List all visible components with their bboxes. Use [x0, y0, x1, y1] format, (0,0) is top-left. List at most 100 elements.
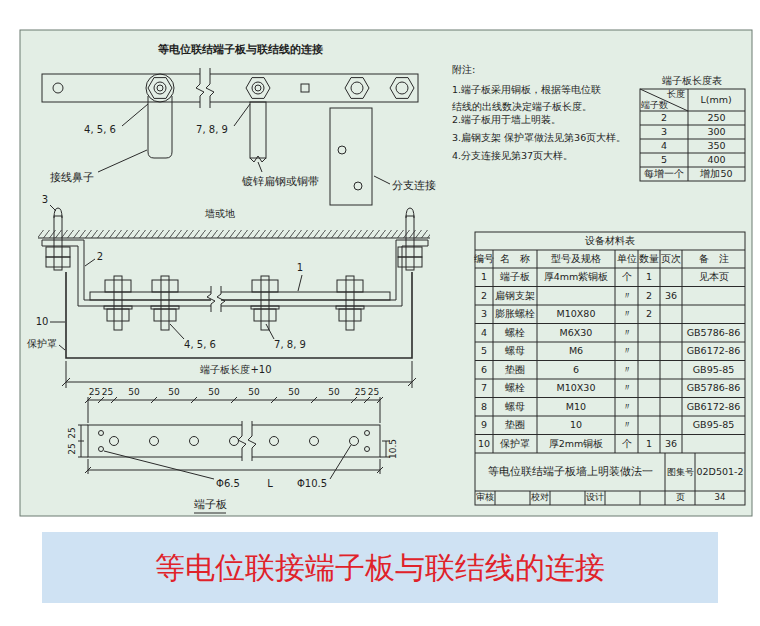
table-cell: 每增一个	[644, 169, 684, 180]
table-cell: M10X80	[557, 309, 596, 320]
dimension-label: 25	[102, 387, 113, 397]
table-title: 设备材料表	[585, 235, 635, 247]
table-cell: 10	[570, 420, 582, 431]
table-cell: M6	[569, 346, 583, 357]
table-cell: 1	[646, 438, 652, 449]
table-cell: 350	[707, 141, 725, 152]
title-block-cell: 等电位联结端子板墙上明装做法一	[488, 466, 653, 479]
dimension-label: 25	[368, 387, 379, 397]
table-cell: 10	[478, 438, 490, 449]
table-cell: 2	[481, 290, 487, 301]
dimension-label: 25	[89, 387, 100, 397]
table-cell: 〃	[622, 420, 632, 431]
table-cell: 〃	[622, 383, 632, 394]
title-block-cell: 34	[715, 493, 726, 503]
table-cell: 5	[661, 155, 667, 166]
table-cell: 单位	[617, 254, 637, 265]
table-cell: 端子数	[641, 101, 668, 111]
length-table-grid	[640, 89, 745, 181]
part-label: 4, 5, 6	[84, 124, 116, 136]
table-cell: 保护罩	[500, 438, 530, 449]
dimension-label: 50	[288, 387, 299, 397]
part-label: 接线鼻子	[50, 172, 94, 185]
part-label: 镀锌扁钢或铜带	[242, 176, 319, 189]
table-cell: 400	[707, 155, 725, 166]
dimension-label: 25	[355, 387, 366, 397]
table-cell: 〃	[622, 290, 632, 301]
caption-band	[42, 532, 718, 603]
callout-number: 3	[42, 194, 48, 206]
table-cell: 5	[481, 346, 487, 357]
dimension-label: 50	[168, 387, 179, 397]
table-cell: 〃	[622, 346, 632, 357]
table-cell: 〃	[622, 401, 632, 412]
title-block-cell: 图集号	[667, 467, 694, 477]
table-cell: 见本页	[699, 272, 729, 283]
table-cell: 厚2mm铜板	[549, 438, 604, 449]
table-cell: 备 注	[699, 254, 729, 265]
table-cell: 250	[707, 113, 725, 124]
callout-number: 1	[297, 262, 303, 274]
table-cell: 页次	[661, 254, 681, 265]
table-cell: 4	[481, 327, 487, 338]
table-cell: 垫圈	[505, 420, 525, 431]
dimension-label: L	[267, 478, 273, 490]
table-cell: 9	[481, 420, 487, 431]
table-cell: 螺栓	[505, 383, 525, 394]
table-cell: 300	[707, 127, 725, 138]
callout-number: 10	[36, 316, 49, 328]
table-cell: 增加50	[700, 169, 732, 180]
table-cell: 型号及规格	[551, 254, 601, 265]
note-text: 2.端子板用于墙上明装。	[452, 115, 561, 126]
plate-detail	[78, 397, 390, 513]
table-cell: 数量	[639, 254, 659, 265]
dimension-label: 25	[67, 443, 77, 454]
part-label: 端子板	[194, 499, 227, 512]
table-cell: M6X30	[560, 327, 593, 338]
dimension-label: 50	[128, 387, 139, 397]
table-cell: 1	[646, 272, 652, 283]
table-cell: 螺母	[505, 346, 525, 357]
table-cell: GB5786-86	[687, 383, 741, 394]
table-cell: 膨胀螺栓	[495, 309, 535, 320]
table-cell: 螺母	[505, 401, 525, 412]
dimension-label: 10.5	[388, 439, 398, 459]
callout-number: 4, 5, 6	[184, 339, 216, 351]
callout-number: 墙或地	[205, 208, 235, 220]
table-cell: GB6172-86	[687, 346, 741, 357]
table-cell: 36	[665, 438, 677, 449]
dimension-label: Φ10.5	[297, 478, 327, 490]
plan-view	[42, 68, 418, 205]
table-cell: 〃	[622, 364, 632, 375]
note-text: 4.分支连接见第37页大样。	[452, 151, 573, 162]
dimension-label: Φ6.5	[216, 478, 240, 490]
table-cell: 垫圈	[505, 364, 525, 375]
table-cell: GB5786-86	[687, 327, 741, 338]
table-cell: 编号	[474, 254, 494, 265]
table-cell: M10X30	[557, 383, 596, 394]
table-cell: 36	[665, 290, 677, 301]
table-cell: 3	[661, 127, 667, 138]
table-cell: 3	[481, 309, 487, 320]
callout-number: 2	[97, 251, 103, 263]
table-cell: M10	[566, 401, 586, 412]
part-label: 分支连接	[392, 180, 436, 193]
dimension-label: 25	[67, 427, 77, 438]
note-text: 附注:	[452, 64, 475, 76]
table-cell: 4	[661, 141, 667, 152]
table-cell: GB95-85	[693, 364, 734, 375]
callout-number: 端子板长度+10	[200, 364, 271, 376]
callout-number: 保护罩	[27, 338, 57, 350]
table-cell: 7	[481, 383, 487, 394]
title-block-cell: 02D501-2	[696, 467, 743, 478]
title-block-cell: 校对	[531, 493, 549, 503]
title-block-cell: 页	[676, 493, 685, 503]
table-cell: 个	[622, 272, 632, 283]
table-cell: 〃	[622, 309, 632, 320]
note-text: 1.端子板采用铜板，根据等电位联结线的出线数决定端子板长度。	[452, 81, 607, 115]
caption: 等电位联接端子板与联结线的连接	[155, 551, 605, 586]
table-cell: 名 称	[500, 254, 530, 265]
table-cell: 〃	[622, 327, 632, 338]
table-cell: 6	[481, 364, 487, 375]
